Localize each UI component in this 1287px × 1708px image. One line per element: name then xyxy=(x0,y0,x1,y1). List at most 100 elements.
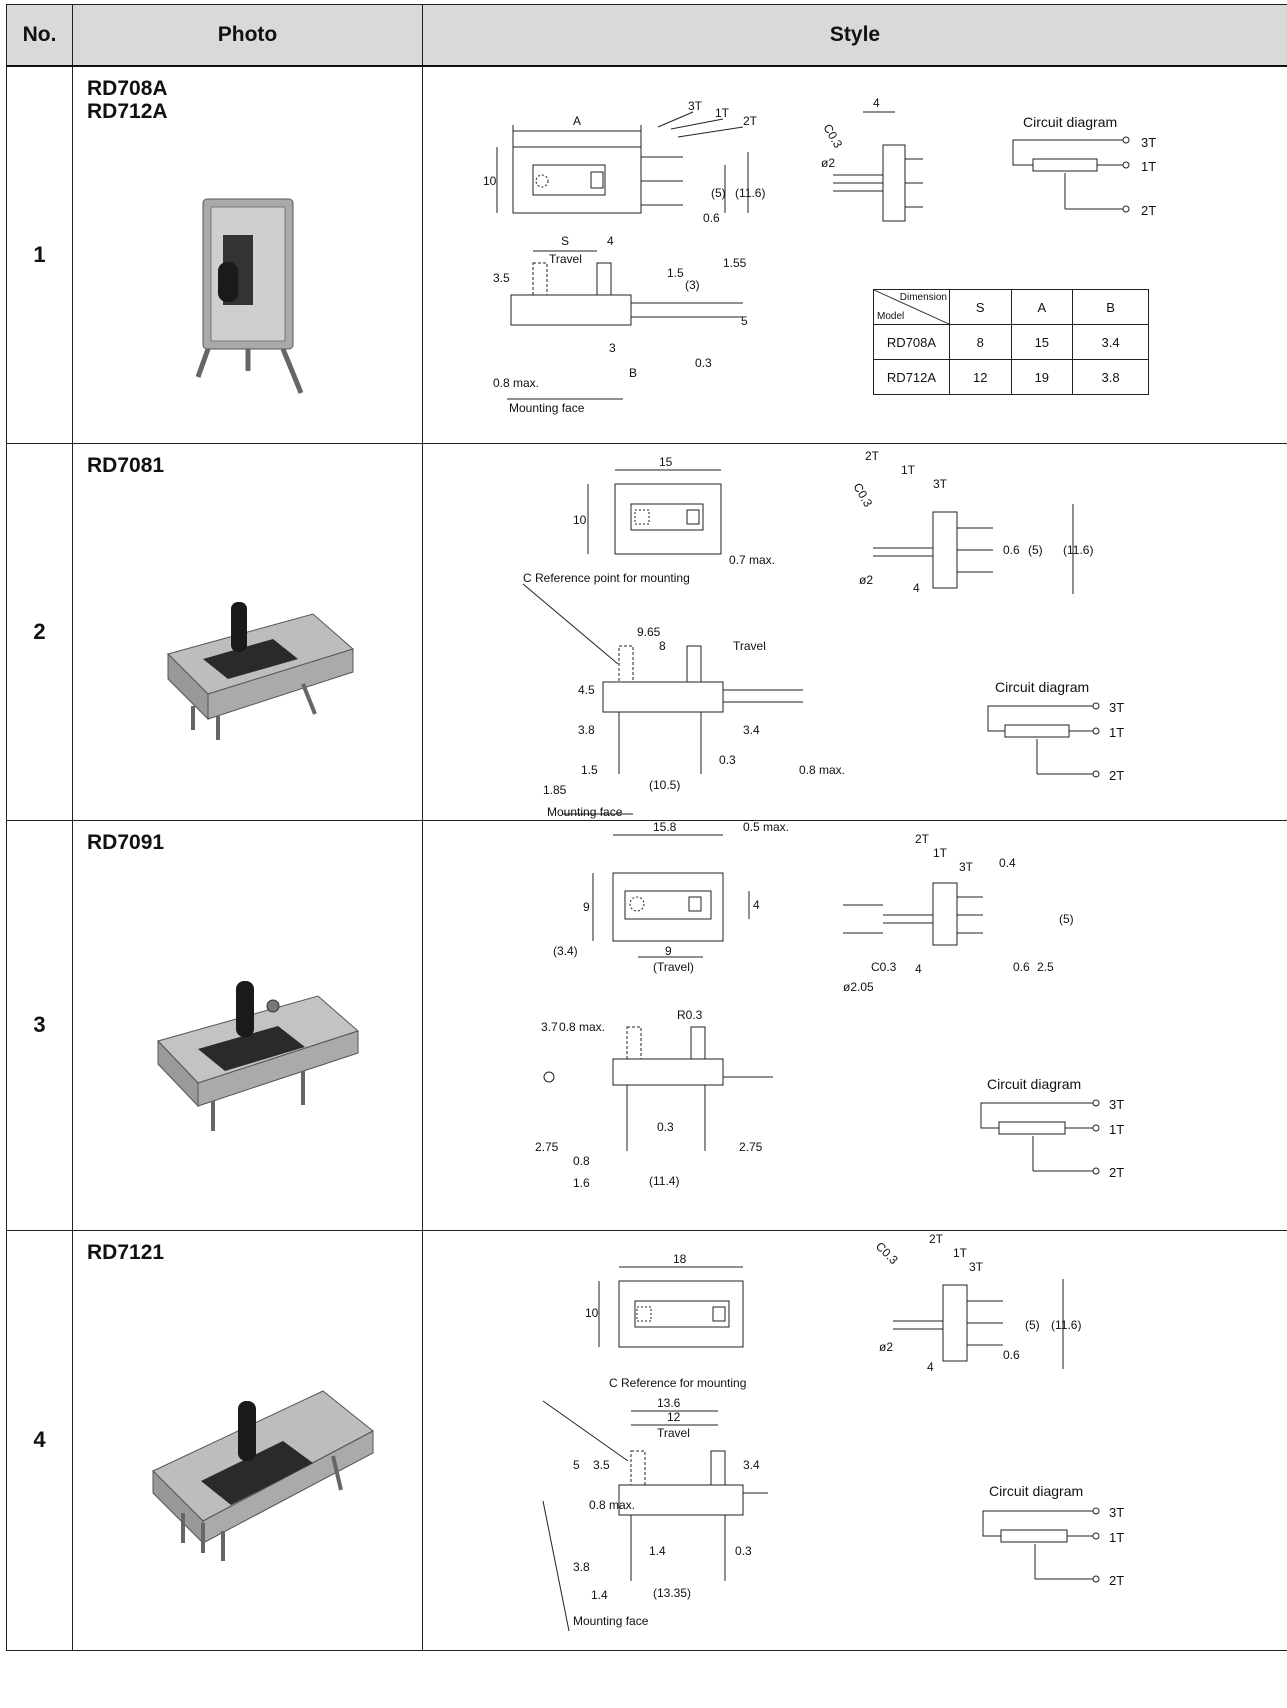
dimension-drawing: A 3T 1T 2T 10 (5) (11.6) 0.6 4 xyxy=(483,96,1156,415)
dim-label: (5) xyxy=(1028,543,1043,557)
dim-value: 3.8 xyxy=(1072,359,1149,395)
dim-label: 0.8 max. xyxy=(799,763,845,777)
model-name: RD708A xyxy=(87,77,168,100)
dim-label: 3.8 xyxy=(573,1560,590,1574)
dim-label: 2.75 xyxy=(739,1140,763,1154)
table-row: 3 RD7091 xyxy=(6,819,1287,1231)
photo-cell: RD7121 xyxy=(72,1229,423,1651)
top-view xyxy=(522,469,722,664)
dim-label: 10 xyxy=(573,513,587,527)
circuit-diagram: Circuit diagram 3T 1T 2T xyxy=(1012,114,1156,218)
dim-label: (13.35) xyxy=(653,1586,691,1600)
dim-label: ø2 xyxy=(821,156,835,170)
top-view xyxy=(542,1266,744,1461)
model-names: RD708A RD712A xyxy=(87,77,168,123)
dim-label: 3.5 xyxy=(493,271,510,285)
product-photo xyxy=(157,980,359,1131)
dim-label: Travel xyxy=(657,1426,690,1440)
dim-label: Mounting face xyxy=(509,401,585,415)
dim-label: Travel xyxy=(549,252,582,266)
photo-cell: RD7091 xyxy=(72,819,423,1231)
front-view-labels: 9.65 8 Travel 4.5 3.8 3.4 1.5 0.3 1.85 (… xyxy=(543,625,845,819)
front-view xyxy=(543,1026,773,1151)
dim-header: S xyxy=(949,289,1012,325)
dim-label: R0.3 xyxy=(677,1008,703,1022)
pin-label: 2T xyxy=(1109,1573,1124,1588)
model-names: RD7081 xyxy=(87,454,164,477)
dim-value: 8 xyxy=(949,324,1012,360)
dim-label: 0.3 xyxy=(719,753,736,767)
pin-label: 1T xyxy=(1141,159,1156,174)
dim-label: 9 xyxy=(665,944,672,958)
dim-label: 3.8 xyxy=(578,723,595,737)
product-photo xyxy=(167,601,355,740)
side-view xyxy=(893,1278,1064,1369)
dim-label: 0.6 xyxy=(1003,543,1020,557)
top-view-labels: 15 10 0.7 max. C Reference point for mou… xyxy=(523,455,775,585)
top-view-labels: 15.8 0.5 max. 9 4 (3.4) 9 (Travel) xyxy=(553,821,789,974)
dim-label: 3.4 xyxy=(743,723,760,737)
photo-cell: RD708A RD712A xyxy=(72,65,423,444)
dim-label: 4 xyxy=(607,234,614,248)
dim-label: 15.8 xyxy=(653,821,677,834)
dim-label: (3.4) xyxy=(553,944,578,958)
dim-label: 0.8 xyxy=(573,1154,590,1168)
dim-label: 0.4 xyxy=(999,856,1016,870)
model-names: RD7091 xyxy=(87,831,164,854)
dim-label: 1T xyxy=(933,846,948,860)
dim-label: (11.6) xyxy=(1063,543,1093,557)
dim-label: 1.6 xyxy=(573,1176,590,1190)
dim-label: A xyxy=(573,114,581,128)
circuit-diagram: Circuit diagram 3T 1T 2T xyxy=(980,1076,1124,1180)
dim-label: 0.8 max. xyxy=(559,1020,605,1034)
header-photo: Photo xyxy=(72,4,423,67)
header-row: No. Photo Style xyxy=(6,4,1287,67)
model-name: RD712A xyxy=(87,100,168,123)
pin-label: 1T xyxy=(1109,1122,1124,1137)
pin-label: 2T xyxy=(1109,768,1124,783)
dim-label: 0.3 xyxy=(735,1544,752,1558)
dim-corner-top: Dimension xyxy=(899,292,947,303)
row-number: 3 xyxy=(6,819,73,1231)
dim-corner-bottom: Model xyxy=(877,311,905,322)
table-row: 4 RD7121 xyxy=(6,1229,1287,1651)
dim-label: 0.8 max. xyxy=(589,1498,635,1512)
dim-label: 3T xyxy=(688,99,703,113)
front-view xyxy=(507,250,743,400)
dim-label: 2T xyxy=(865,449,880,463)
dim-table-corner: Dimension Model xyxy=(873,289,950,325)
side-view-labels: 2T 1T 3T C0.3 ø2 4 0.6 (5) (11.6) xyxy=(850,449,1093,595)
dim-label: 0.6 xyxy=(703,211,720,225)
photo-cell: RD7081 xyxy=(72,442,423,821)
dim-label: 2T xyxy=(743,114,758,128)
top-view-labels: A 3T 1T 2T 10 (5) (11.6) 0.6 xyxy=(483,99,765,225)
dim-label: C0.3 xyxy=(871,960,897,974)
front-view-labels: 3.7 0.8 max. R0.3 2.75 0.3 2.75 0.8 1.6 … xyxy=(535,1008,763,1190)
circuit-title: Circuit diagram xyxy=(1023,114,1117,130)
dim-label: Travel xyxy=(733,639,766,653)
row-number: 4 xyxy=(6,1229,73,1651)
dim-label: 1.5 xyxy=(581,763,598,777)
dim-model: RD712A xyxy=(873,359,950,395)
dim-row: RD708A 8 15 3.4 xyxy=(873,324,1149,360)
dim-label: (3) xyxy=(685,278,700,292)
circuit-title: Circuit diagram xyxy=(989,1483,1083,1499)
dim-label: C Reference for mounting xyxy=(609,1376,746,1390)
side-view-labels: C0.3 2T 1T 3T (5) (11.6) ø2 4 0.6 xyxy=(873,1232,1082,1374)
pin-label: 1T xyxy=(1109,1530,1124,1545)
circuit-diagram: Circuit diagram 3T 1T 2T xyxy=(987,679,1124,783)
style-cell: 18 10 C Reference for mounting C0.3 2T 1… xyxy=(422,1229,1287,1651)
dim-label: (11.4) xyxy=(649,1174,679,1188)
dim-label: C Reference point for mounting xyxy=(523,571,690,585)
dim-label: (5) xyxy=(711,186,726,200)
side-view-labels: 2T 1T 3T 0.4 (5) ø2.05 C0.3 4 0.6 2.5 xyxy=(843,832,1074,994)
dim-label: 9.65 xyxy=(637,625,661,639)
pin-label: 1T xyxy=(1109,725,1124,740)
style-cell: 15 10 0.7 max. C Reference point for mou… xyxy=(422,442,1287,821)
dim-label: 9 xyxy=(583,900,590,914)
dim-label: (5) xyxy=(1059,912,1074,926)
header-style: Style xyxy=(422,4,1287,67)
model-name: RD7121 xyxy=(87,1240,165,1264)
dim-label: 4 xyxy=(927,1360,934,1374)
circuit-title: Circuit diagram xyxy=(987,1076,1081,1092)
